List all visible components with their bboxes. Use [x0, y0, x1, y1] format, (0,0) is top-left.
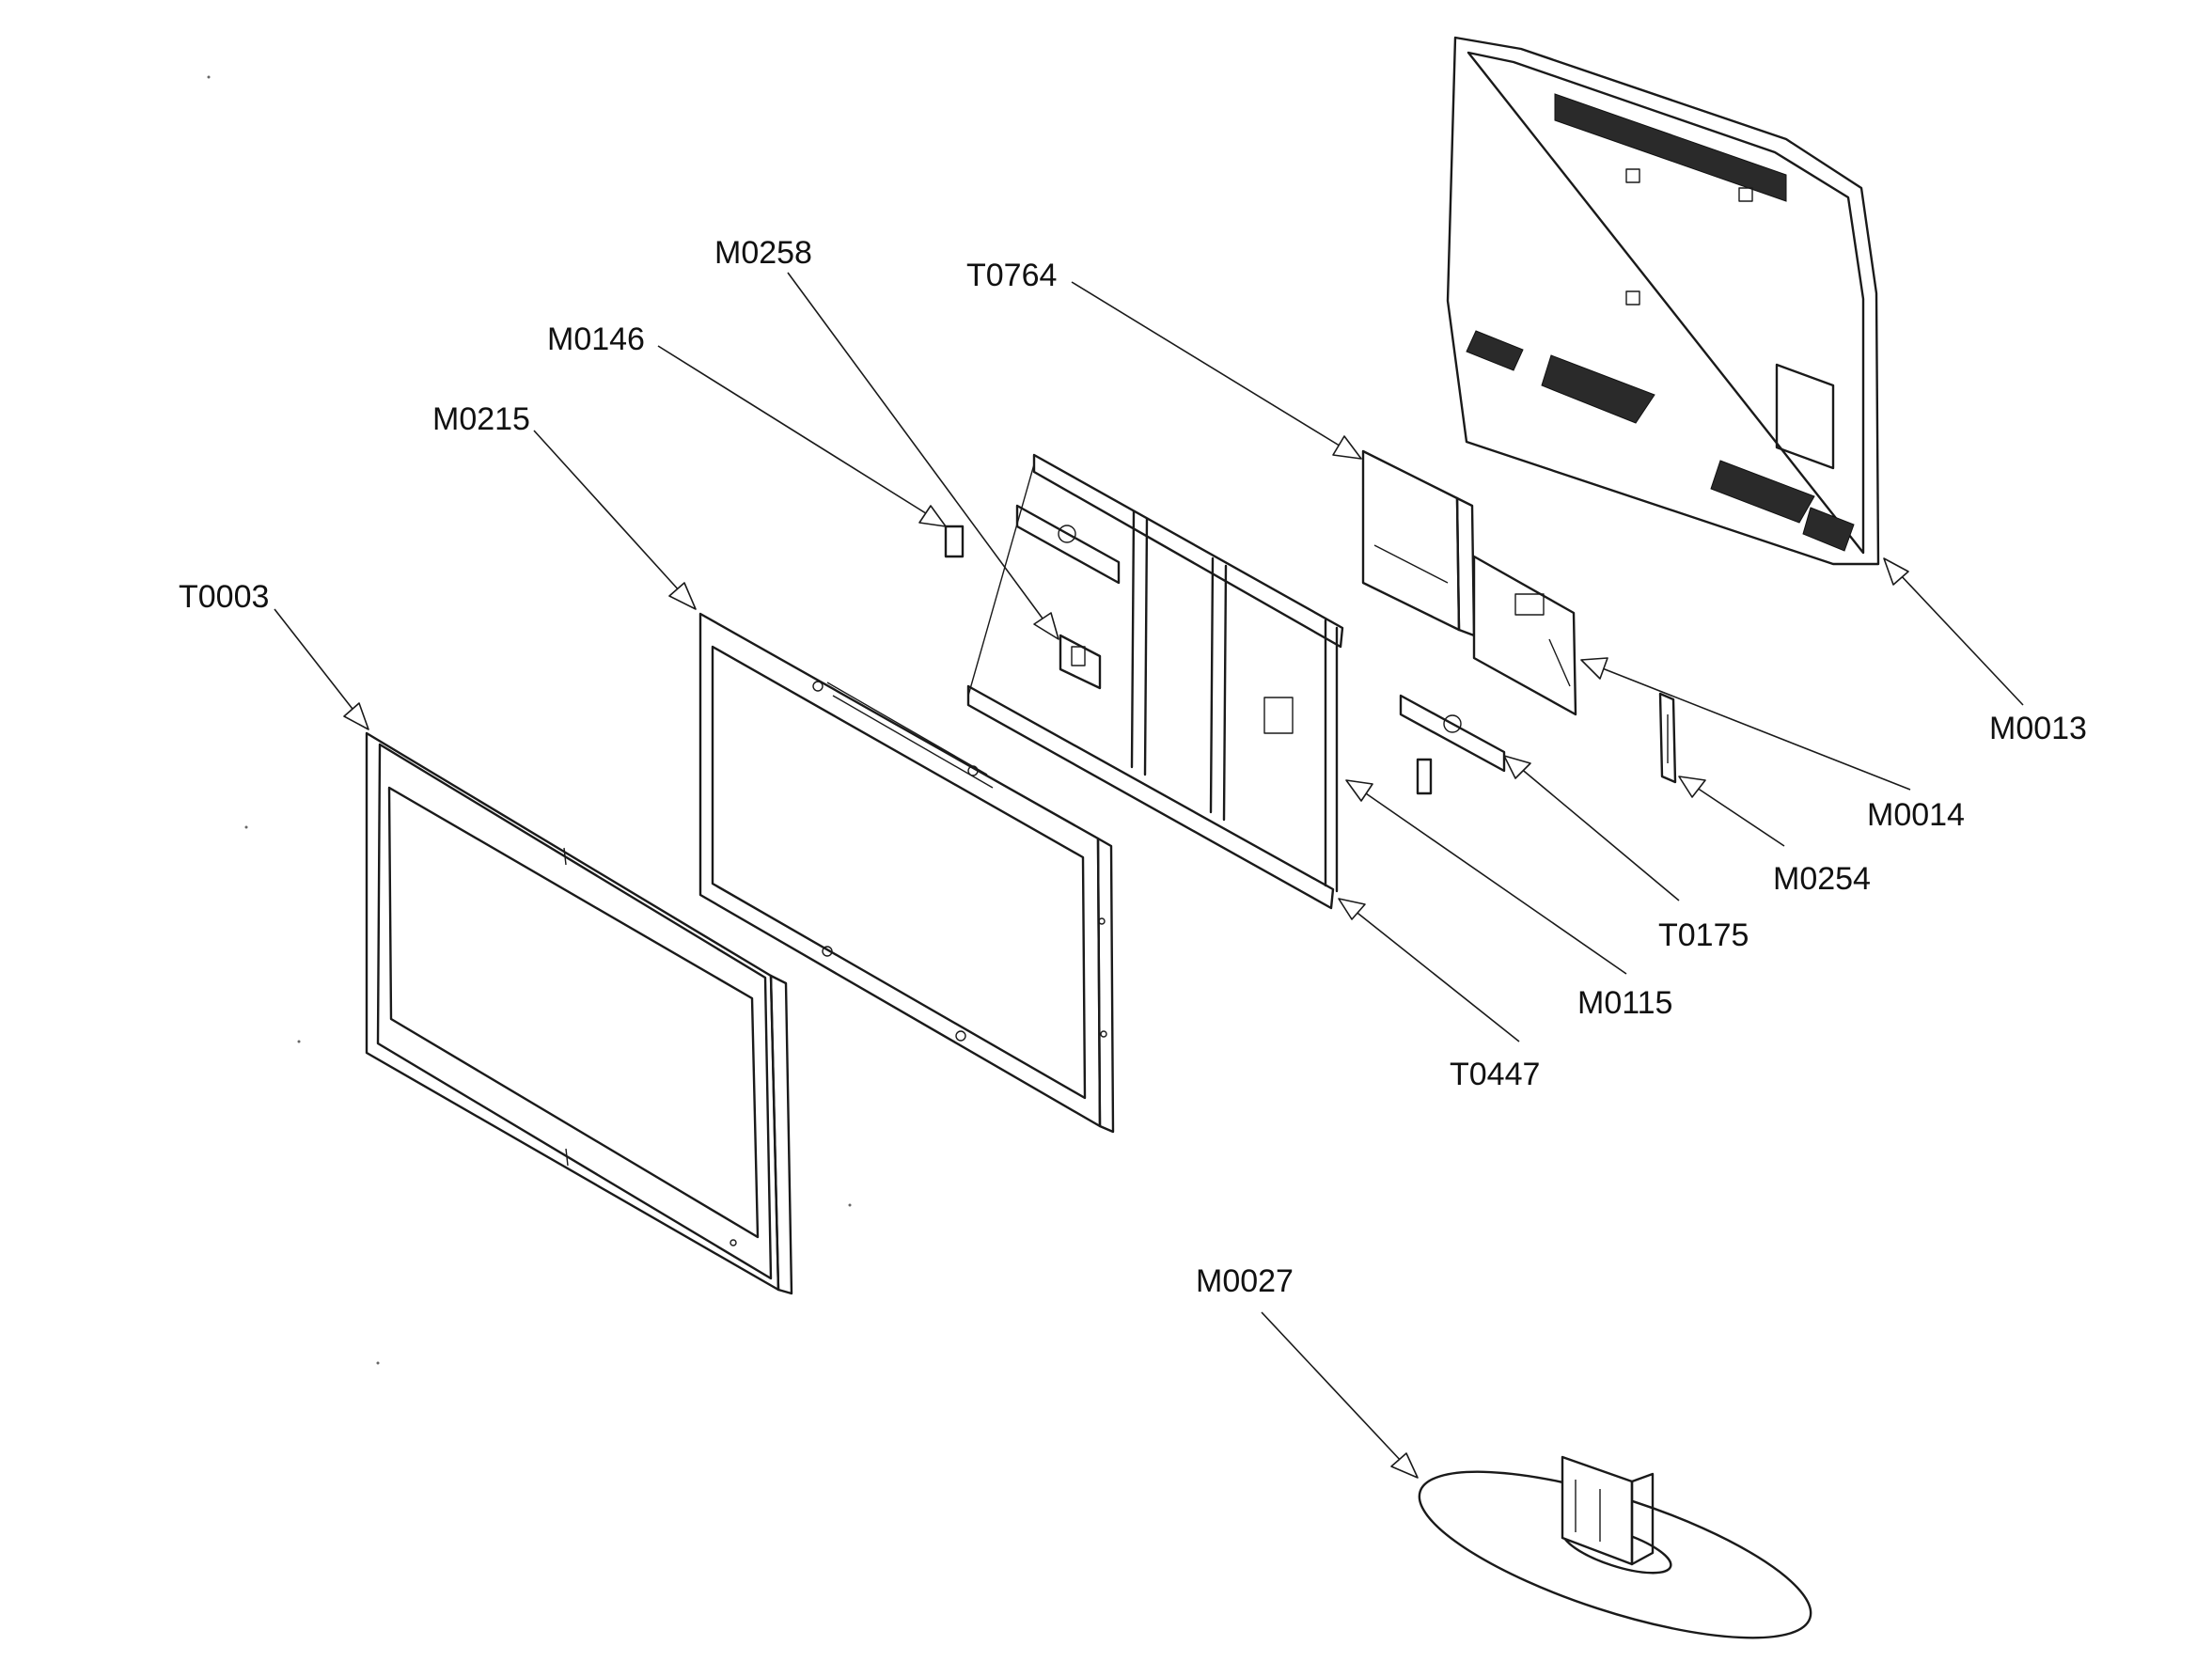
part-bracket-m0146: [944, 525, 965, 558]
part-signal-board: [1472, 555, 1577, 716]
label-m0014: M0014: [1867, 797, 1965, 833]
leader-m0146: [657, 345, 930, 516]
leader-m0013: [1898, 572, 2024, 706]
label-t0175: T0175: [1658, 917, 1749, 953]
leader-t0447: [1353, 909, 1520, 1042]
part-connector-strip: [1658, 692, 1677, 784]
part-chassis-frame: [966, 453, 1344, 910]
part-stand: [1418, 1455, 1812, 1639]
part-speaker-left: [1015, 504, 1121, 585]
part-bracket-m0258: [1059, 634, 1102, 690]
part-power-board: [1361, 449, 1476, 637]
label-m0254: M0254: [1773, 861, 1871, 897]
leader-m0258: [787, 272, 1046, 623]
label-m0215: M0215: [432, 401, 530, 437]
leader-t0764: [1071, 281, 1343, 448]
leader-m0027: [1261, 1311, 1404, 1464]
part-speaker-right: [1399, 694, 1506, 773]
leader-m0215: [533, 430, 682, 593]
label-m0258: M0258: [714, 235, 812, 271]
leader-lines: [274, 272, 2024, 1479]
part-rear-cabinet: [1446, 36, 1880, 566]
leader-m0254: [1693, 785, 1785, 847]
part-front-bezel: [365, 731, 793, 1295]
label-m0115: M0115: [1577, 985, 1672, 1021]
leader-m0014: [1599, 666, 1911, 791]
leader-m0115: [1362, 791, 1627, 975]
label-m0027: M0027: [1196, 1263, 1294, 1299]
label-t0447: T0447: [1450, 1057, 1540, 1092]
callout-labels: T0003 M0215 M0146 M0258 T0764 M0013 M001…: [179, 235, 2087, 1299]
part-lcd-frame: [698, 612, 1115, 1134]
label-t0764: T0764: [966, 258, 1057, 293]
label-m0013: M0013: [1989, 711, 2087, 746]
leader-t0175: [1518, 766, 1680, 901]
label-m0146: M0146: [547, 321, 645, 357]
label-t0003: T0003: [179, 579, 269, 615]
leader-t0003: [274, 608, 356, 713]
part-bracket-m0115: [1416, 758, 1433, 795]
